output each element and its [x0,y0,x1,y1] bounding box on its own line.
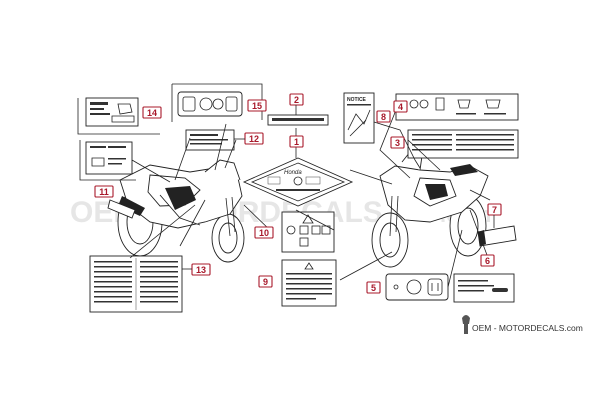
callout-2: 2 [289,93,304,115]
callout-7: 7 [487,203,502,228]
callout-15: 15 [247,99,267,112]
callout-12-number: 12 [249,134,259,144]
callout-1-number: 1 [294,137,299,147]
callout-2-number: 2 [294,95,299,105]
callout-12: 12 [234,132,264,145]
decal-3 [407,129,519,159]
callout-6: 6 [480,254,495,267]
decal-1: Honda [242,157,354,207]
decal-4 [395,93,519,121]
decal-9 [281,259,337,307]
decal-6 [453,273,515,303]
decal-11 [79,140,136,181]
callout-15-number: 15 [252,101,262,111]
decal-7 [477,225,517,247]
decal-8: NOTICE [343,92,375,144]
callout-6-number: 6 [485,256,490,266]
callout-5-number: 5 [371,283,376,293]
left-motorcycle [107,159,245,263]
leader-lines [129,109,491,288]
decal-15 [171,83,263,122]
notice-text: NOTICE [347,97,367,103]
decal-12 [185,129,235,151]
callout-9: 9 [258,275,273,288]
callout-13: 13 [182,263,211,276]
callout-9-number: 9 [263,277,268,287]
callout-10: 10 [254,226,274,239]
decal-13 [89,255,183,313]
decal-5 [385,273,449,301]
right-motorcycle [371,151,489,268]
callout-8: 8 [376,110,391,123]
callout-4-number: 4 [398,102,403,112]
svg-text:Honda: Honda [284,170,302,176]
decal-14 [77,97,160,135]
logo-text: OEM - MOTORDECALS.com [472,323,583,333]
helmet-icon [462,315,470,334]
callout-1: 1 [289,135,304,148]
callout-11-number: 11 [99,187,109,197]
callout-13-number: 13 [196,265,206,275]
oem-logo: OEM - MOTORDECALS.com [462,315,583,334]
callout-10-number: 10 [259,228,269,238]
decal-2 [267,114,329,126]
callout-11: 11 [94,185,114,198]
decal-10 [281,211,335,253]
callout-14: 14 [142,106,162,119]
callout-3-number: 3 [395,138,400,148]
callout-3: 3 [390,136,405,149]
callout-7-number: 7 [492,205,497,215]
callout-14-number: 14 [147,108,157,118]
callout-4: 4 [393,100,408,113]
callout-5: 5 [366,281,381,294]
callout-8-number: 8 [381,112,386,122]
